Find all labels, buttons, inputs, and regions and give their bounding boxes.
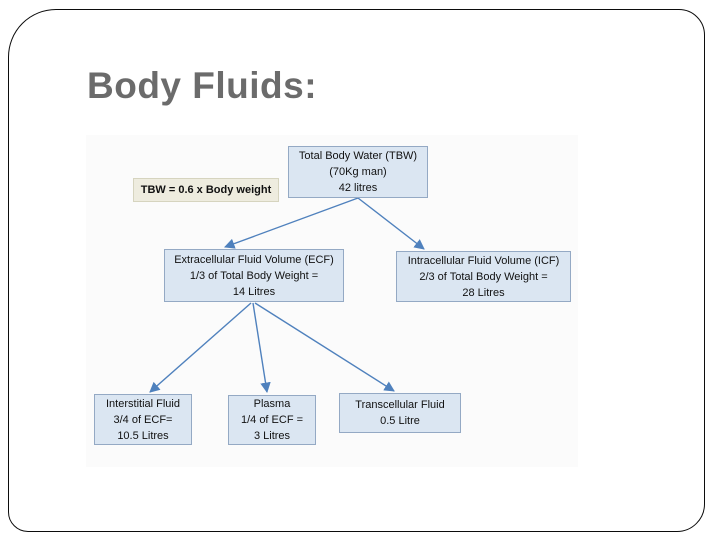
node-line: (70Kg man): [329, 166, 387, 178]
node-line: 28 Litres: [462, 286, 505, 299]
node-line: 42 litres: [338, 182, 378, 194]
tbw-formula-note: TBW = 0.6 x Body weight: [133, 178, 279, 202]
node-line: Total Body Water (TBW): [298, 150, 418, 162]
node-extracellular-fluid: Extracellular Fluid Volume (ECF) 1/3 of …: [164, 249, 344, 302]
tbw-formula-text: TBW = 0.6 x Body weight: [140, 184, 272, 196]
node-line: 2/3 of Total Body Weight =: [419, 270, 548, 283]
node-interstitial-fluid: Interstitial Fluid 3/4 of ECF= 10.5 Litr…: [94, 394, 192, 445]
node-line: 10.5 Litres: [117, 429, 169, 442]
slide-border: Body Fluids: TBW = 0.6 x Body weight Tot…: [8, 9, 705, 532]
arrow-tbw-to-icf: [357, 197, 425, 250]
node-line: Transcellular Fluid: [355, 399, 445, 411]
arrow-tbw-to-ecf: [224, 197, 359, 249]
arrow-ecf-to-transcellular: [254, 302, 395, 392]
arrow-ecf-to-interstitial: [149, 302, 252, 393]
node-line: Interstitial Fluid: [106, 397, 180, 410]
arrow-ecf-to-plasma: [252, 302, 271, 394]
node-total-body-water: Total Body Water (TBW) (70Kg man) 42 lit…: [288, 146, 428, 198]
node-plasma: Plasma 1/4 of ECF = 3 Litres: [228, 395, 316, 445]
body-fluids-diagram: TBW = 0.6 x Body weight Total Body Water…: [86, 135, 578, 467]
node-line: 14 Litres: [232, 285, 276, 298]
node-transcellular-fluid: Transcellular Fluid 0.5 Litre: [339, 393, 461, 433]
node-line: Extracellular Fluid Volume (ECF): [174, 253, 334, 266]
node-line: 1/4 of ECF =: [240, 414, 304, 426]
node-intracellular-fluid: Intracellular Fluid Volume (ICF) 2/3 of …: [396, 251, 571, 302]
node-line: 0.5 Litre: [380, 415, 420, 427]
node-line: Plasma: [253, 398, 291, 410]
node-line: 3/4 of ECF=: [113, 413, 173, 426]
node-line: 3 Litres: [253, 430, 291, 442]
node-line: 1/3 of Total Body Weight =: [189, 269, 319, 282]
slide-title: Body Fluids:: [87, 65, 318, 106]
flow-arrows: [149, 197, 425, 394]
node-line: Intracellular Fluid Volume (ICF): [407, 254, 560, 267]
